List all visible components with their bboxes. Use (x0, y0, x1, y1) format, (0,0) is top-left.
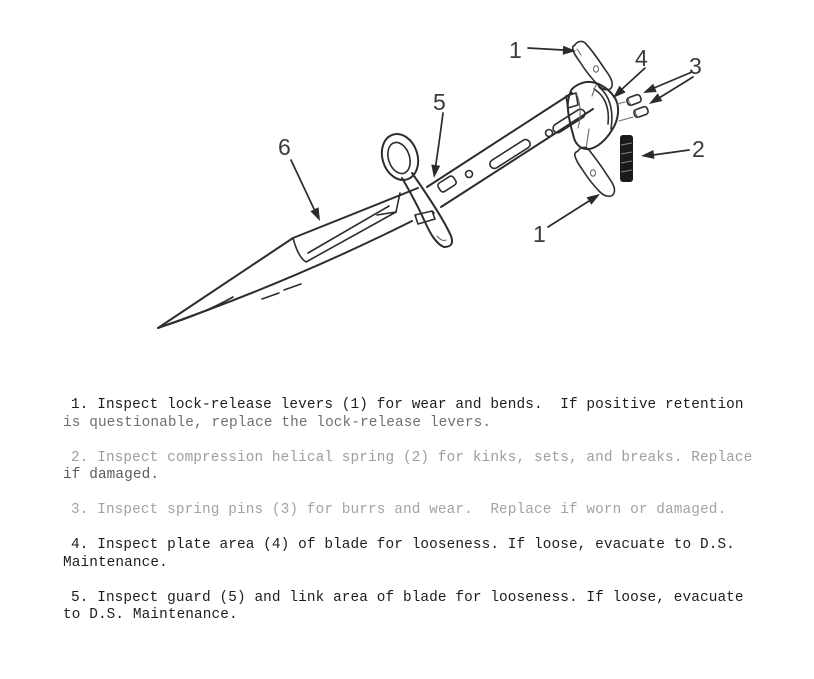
arrowhead (613, 85, 626, 98)
guard-drawing (380, 133, 454, 248)
blade-drawing (157, 187, 436, 329)
arrowhead (586, 194, 600, 205)
instruction-item-4: 4. Inspect plate area (4) of blade for l… (63, 537, 783, 572)
arrowhead (649, 93, 663, 104)
arrowhead (643, 83, 657, 93)
callout-label: 6 (278, 134, 291, 160)
bayonet-exploded-diagram: 1 2 3 4 5 6 (157, 37, 705, 329)
pommel-plate-drawing (565, 80, 620, 151)
callout-label: 1 (509, 37, 522, 63)
arrowhead (310, 207, 320, 221)
helical-spring-drawing (620, 135, 633, 182)
instruction-item-3: 3. Inspect spring pins (3) for burrs and… (63, 502, 783, 520)
callout-label: 2 (692, 136, 705, 162)
callout-label: 4 (635, 45, 648, 71)
callout-1-top: 1 (509, 37, 576, 63)
callout-5: 5 (431, 89, 446, 178)
callout-label: 5 (433, 89, 446, 115)
instruction-4-line-1: 4. Inspect plate area (4) of blade for l… (71, 537, 735, 553)
callout-3: 3 (643, 53, 702, 104)
instruction-item-2: 2. Inspect compression helical spring (2… (63, 450, 783, 485)
instruction-2-line-1: 2. Inspect compression helical spring (2… (71, 449, 753, 466)
callout-1-bottom: 1 (533, 194, 600, 247)
handle-frame-drawing (426, 92, 594, 208)
callout-2: 2 (641, 136, 705, 162)
instruction-5-line-1: 5. Inspect guard (5) and link area of bl… (71, 589, 744, 606)
callout-label: 3 (689, 53, 702, 79)
instruction-4-line-2: Maintenance. (63, 554, 168, 571)
arrowhead (641, 150, 655, 159)
inspection-instructions: 1. Inspect lock-release levers (1) for w… (63, 397, 783, 642)
arrowhead (562, 45, 576, 55)
callout-4: 4 (613, 45, 648, 98)
instruction-item-5: 5. Inspect guard (5) and link area of bl… (63, 590, 783, 625)
spring-pins-drawing (616, 93, 649, 122)
instruction-1-line-1: 1. Inspect lock-release levers (1) for w… (71, 397, 744, 413)
callout-6: 6 (278, 134, 320, 221)
instruction-item-1: 1. Inspect lock-release levers (1) for w… (63, 397, 783, 432)
instruction-3-line-1: 3. Inspect spring pins (3) for burrs and… (71, 502, 727, 518)
instruction-1-line-2: is questionable, replace the lock-releas… (63, 414, 492, 431)
instruction-2-line-2: if damaged. (63, 467, 160, 483)
lock-release-lever-bottom (573, 146, 616, 198)
instruction-5-line-2: to D.S. Maintenance. (63, 607, 238, 623)
callout-label: 1 (533, 221, 546, 247)
arrowhead (431, 164, 441, 178)
catch-tab (437, 175, 457, 193)
